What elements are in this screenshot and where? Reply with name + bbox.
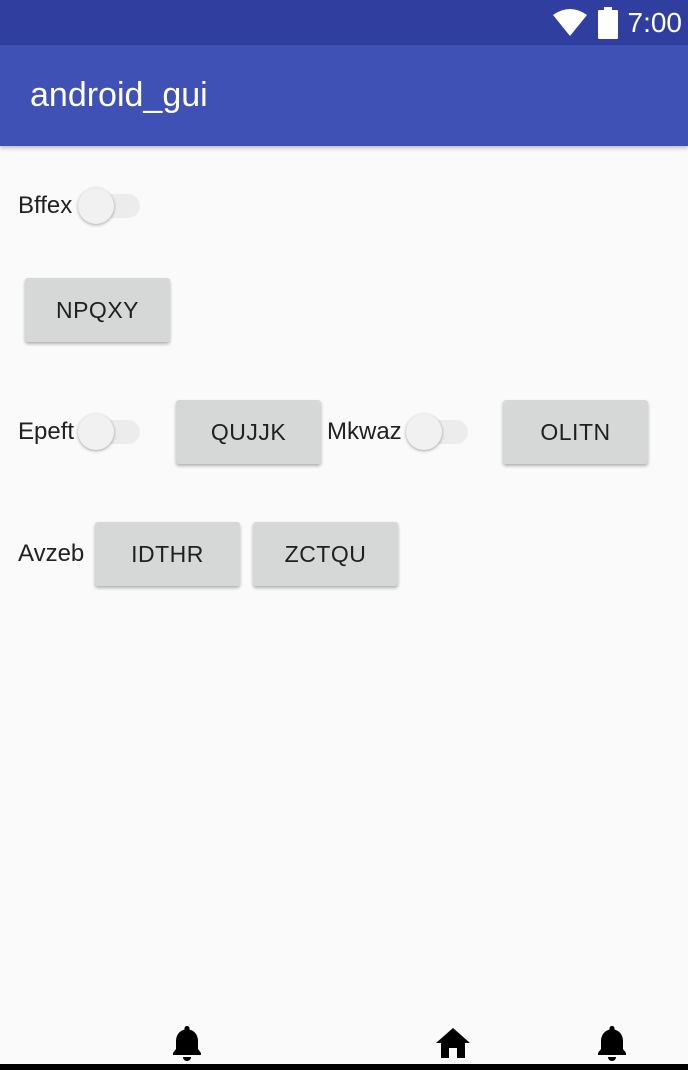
status-bar: 7:00: [0, 0, 688, 45]
bell-icon[interactable]: [592, 1022, 632, 1062]
bottom-edge-bar: [0, 1064, 688, 1070]
bottom-nav-bar: [0, 1000, 688, 1070]
olitn-button[interactable]: OLITN: [503, 400, 648, 464]
npqxy-button[interactable]: NPQXY: [25, 278, 170, 342]
switch-thumb: [406, 414, 442, 450]
idthr-button[interactable]: IDTHR: [95, 522, 240, 586]
home-icon[interactable]: [433, 1022, 473, 1062]
app-bar: android_gui: [0, 45, 688, 146]
status-time: 7:00: [627, 7, 683, 38]
switch-thumb: [78, 188, 114, 224]
wifi-icon: [552, 8, 587, 36]
epeft-label: Epeft: [18, 418, 75, 445]
bell-icon[interactable]: [167, 1022, 207, 1062]
avzeb-label: Avzeb: [18, 540, 85, 567]
mkwaz-switch[interactable]: [406, 412, 472, 452]
zctqu-button[interactable]: ZCTQU: [253, 522, 398, 586]
app-title: android_gui: [30, 76, 208, 114]
bffex-label: Bffex: [18, 192, 73, 219]
mkwaz-label: Mkwaz: [327, 418, 402, 445]
bffex-switch[interactable]: [78, 186, 144, 226]
battery-icon: [597, 6, 618, 39]
status-icons: 7:00: [552, 0, 683, 45]
switch-thumb: [78, 414, 114, 450]
epeft-switch[interactable]: [78, 412, 144, 452]
qujjk-button[interactable]: QUJJK: [176, 400, 321, 464]
